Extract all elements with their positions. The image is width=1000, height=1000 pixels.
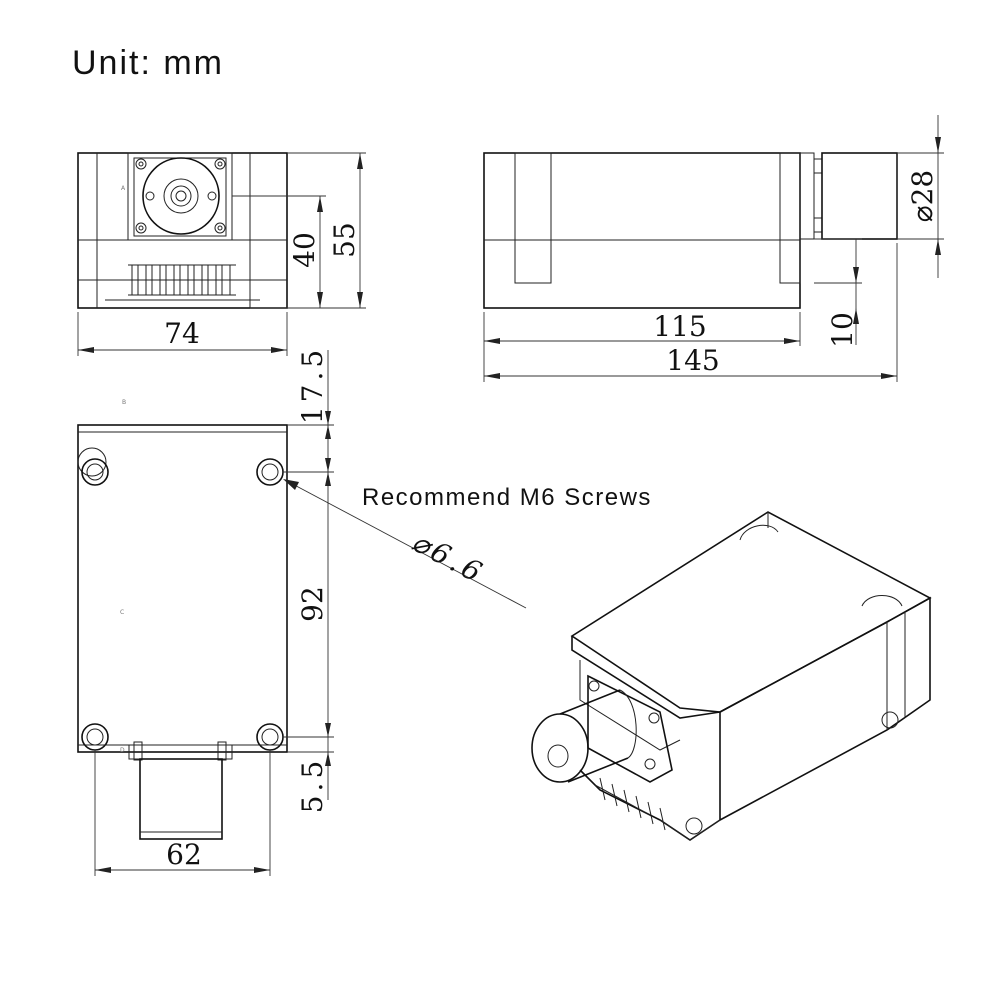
dim-top-offset: 17.5 bbox=[296, 346, 329, 424]
side-lens-housing bbox=[821, 152, 898, 240]
bottom-lens-housing bbox=[139, 758, 223, 840]
front-outline bbox=[77, 152, 288, 309]
dim-aperture-40: 40 bbox=[288, 232, 321, 268]
front-lens-housing bbox=[142, 157, 220, 235]
mark-c: C bbox=[120, 609, 124, 616]
iso-lens-face bbox=[531, 713, 589, 783]
mount-hole-top-right bbox=[256, 458, 284, 486]
dim-lens-diameter: ⌀28 bbox=[906, 170, 939, 223]
dim-lens-offset: 10 bbox=[826, 312, 859, 348]
dim-height-55: 55 bbox=[328, 222, 361, 258]
bottom-outline bbox=[77, 424, 288, 753]
front-heatsink bbox=[105, 264, 260, 301]
mount-hole-bottom-left bbox=[81, 723, 109, 751]
dim-hole-spacing-92: 92 bbox=[296, 586, 329, 622]
side-view: ⌀28 10 115 145 bbox=[483, 115, 944, 382]
front-flange bbox=[127, 152, 233, 241]
screw-callout: Recommend M6 Screws ⌀6.6 bbox=[283, 479, 652, 609]
dim-hole-span-62: 62 bbox=[166, 838, 202, 871]
bottom-view: B C D 62 17.5 92 5.5 bbox=[77, 346, 334, 876]
dim-body-115: 115 bbox=[653, 310, 706, 343]
mark-b: B bbox=[122, 399, 126, 406]
dim-bottom-offset: 5.5 bbox=[296, 757, 329, 814]
front-view: A 74 40 55 bbox=[77, 152, 366, 356]
dim-total-145: 145 bbox=[666, 344, 719, 377]
front-small-mark: A bbox=[121, 185, 126, 192]
side-outline bbox=[483, 152, 801, 309]
hole-diameter: ⌀6.6 bbox=[407, 525, 491, 590]
mark-d: D bbox=[120, 747, 125, 754]
screw-note: Recommend M6 Screws bbox=[362, 484, 652, 511]
isometric-view bbox=[531, 511, 932, 841]
dim-width-74: 74 bbox=[164, 317, 200, 350]
mount-hole-bottom-right bbox=[256, 723, 284, 751]
mount-hole-top-left bbox=[81, 458, 109, 486]
unit-label: Unit: mm bbox=[72, 44, 224, 82]
